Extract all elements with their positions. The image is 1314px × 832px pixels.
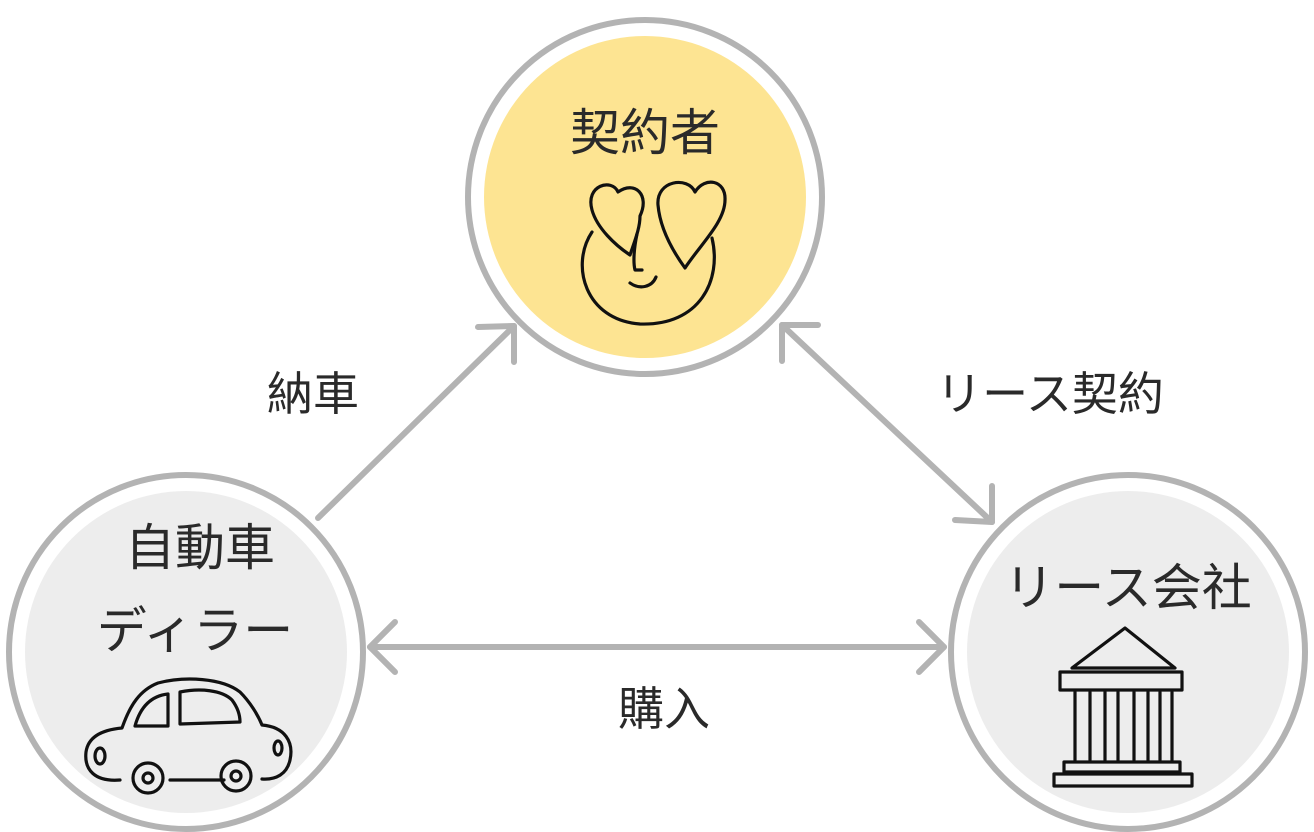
dealer-label-line1: 自動車 [125,519,275,577]
bank-building-icon [1052,626,1194,788]
contractor-label: 契約者 [570,104,720,162]
lease-contract-arrow [779,322,995,525]
delivery-arrow [315,323,517,521]
lease-contract-label: リース契約 [936,367,1164,421]
car-icon [84,677,293,795]
arrows [315,322,995,675]
delivery-label: 納車 [267,367,359,421]
contractor-node: 契約者 [465,17,825,377]
dealer-label-line2: ディラー [97,602,294,660]
purchase-arrow [367,619,947,675]
purchase-label: 購入 [618,682,710,736]
lease-company-label: リース会社 [1004,559,1252,617]
heart-eyes-face-icon [580,180,727,326]
lease-company-node: リース会社 [948,472,1308,832]
dealer-node: 自動車 ディラー [6,472,366,832]
